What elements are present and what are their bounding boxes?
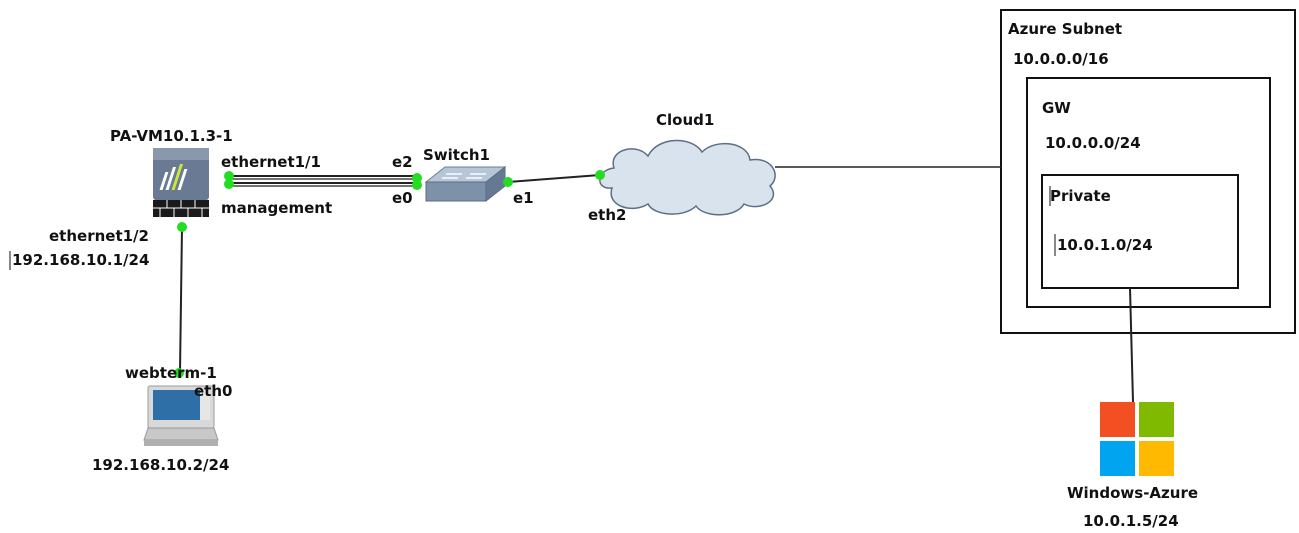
port-dot-sw-e2[interactable] [412,173,422,183]
windows-logo-icon[interactable] [1100,402,1174,476]
port-dots [174,170,605,378]
port-dot-webterm-eth0[interactable] [174,368,184,378]
webterm-ip-label: 192.168.10.2/24 [92,456,230,474]
port-label-sw-e0: e0 [392,189,413,207]
port-dot-fw-mgmt[interactable] [224,179,234,189]
links [179,166,1134,403]
port-label-cloud-eth2: eth2 [588,206,627,224]
private-title: Private [1050,187,1111,205]
switch-name-label: Switch1 [423,146,490,164]
port-label-sw-e2: e2 [392,153,413,171]
link-fw-webterm[interactable] [179,226,183,373]
link-switch-cloud[interactable] [507,174,601,183]
private-cidr: 10.0.1.0/24 [1057,236,1153,254]
cloud-icon[interactable] [599,139,776,216]
port-dot-cloud-eth2[interactable] [595,170,605,180]
switch-icon[interactable] [424,165,507,203]
gw-title: GW [1042,99,1071,117]
port-label-fw-eth1-1: ethernet1/1 [221,153,321,171]
azure-subnet-box[interactable] [1000,9,1296,334]
computer-icon[interactable] [143,385,219,446]
gw-cidr: 10.0.0.0/24 [1045,134,1141,152]
link-private-windows[interactable] [1129,287,1134,403]
webterm-name-label: webterm-1 [125,364,217,382]
port-label-fw-eth1-2-ip: 192.168.10.1/24 [12,251,150,269]
private-box[interactable] [1041,174,1239,289]
port-dot-sw-e1[interactable] [503,177,513,187]
firewall-icon[interactable] [153,148,209,217]
gw-box[interactable] [1026,77,1271,308]
port-dot-sw-e0[interactable] [412,180,422,190]
cloud-name-label: Cloud1 [656,111,715,129]
firewall-name-label: PA-VM10.1.3-1 [110,127,233,145]
windows-ip-label: 10.0.1.5/24 [1083,512,1179,530]
windows-name-label: Windows-Azure [1067,484,1199,502]
azure-subnet-cidr: 10.0.0.0/16 [1013,50,1109,68]
port-dot-fw-eth1-2[interactable] [177,222,187,232]
azure-subnet-title: Azure Subnet [1008,20,1123,38]
port-dot-fw-eth1-1[interactable] [224,171,234,181]
port-label-webterm-eth0: eth0 [194,382,233,400]
port-label-fw-eth1-2: ethernet1/2 [49,227,149,245]
port-label-sw-e1: e1 [513,189,534,207]
port-label-fw-mgmt: management [221,199,333,217]
